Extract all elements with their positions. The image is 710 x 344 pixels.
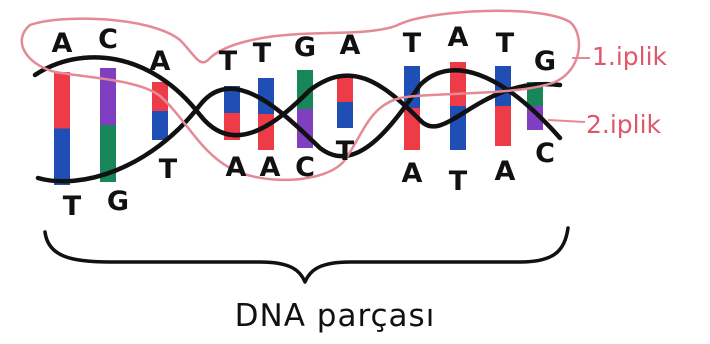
strand-2-base: T <box>449 166 468 197</box>
base-pair-bar-segment <box>54 72 70 129</box>
strand-2-base: C <box>295 152 315 183</box>
strand-1-base: A <box>150 46 171 77</box>
strand-2-base: T <box>63 191 82 222</box>
caption: DNA parçası <box>235 298 436 334</box>
base-pair-bar-segment <box>100 68 116 125</box>
strand-1-base: G <box>534 46 556 77</box>
strand-2-base: A <box>402 158 423 189</box>
strand-2-link-line <box>548 120 585 122</box>
base-pair-bar-segment <box>54 129 70 186</box>
strand-2-label: 2.iplik <box>586 110 662 139</box>
base-pair-bar-segment <box>495 106 511 146</box>
strand-1-base: C <box>98 24 118 55</box>
strand-1-base: T <box>219 46 238 77</box>
strand-2-base: A <box>260 152 281 183</box>
strand-2-base: T <box>159 154 178 185</box>
strand-2-base: C <box>535 138 555 169</box>
curly-brace <box>45 228 568 282</box>
strand-1-base: A <box>52 28 73 59</box>
strand-1-label: 1.iplik <box>592 42 668 71</box>
base-pair-bar-segment <box>258 114 274 150</box>
strand-2-base: T <box>336 136 355 167</box>
base-pair-bar-segment <box>337 76 353 102</box>
strand-1-base: A <box>340 30 361 61</box>
strand-2-base: G <box>107 186 129 217</box>
strand-2-base: A <box>495 156 516 187</box>
base-pair-bar-segment <box>152 111 168 140</box>
strand-1-base: T <box>403 28 422 59</box>
strand-1-base: G <box>294 32 316 63</box>
strand-2-base: A <box>226 152 247 183</box>
base-pair-bar-segment <box>337 102 353 128</box>
strand-1-base: A <box>448 22 469 53</box>
strand-1-base: T <box>496 28 515 59</box>
strand-1-base: T <box>253 38 272 69</box>
